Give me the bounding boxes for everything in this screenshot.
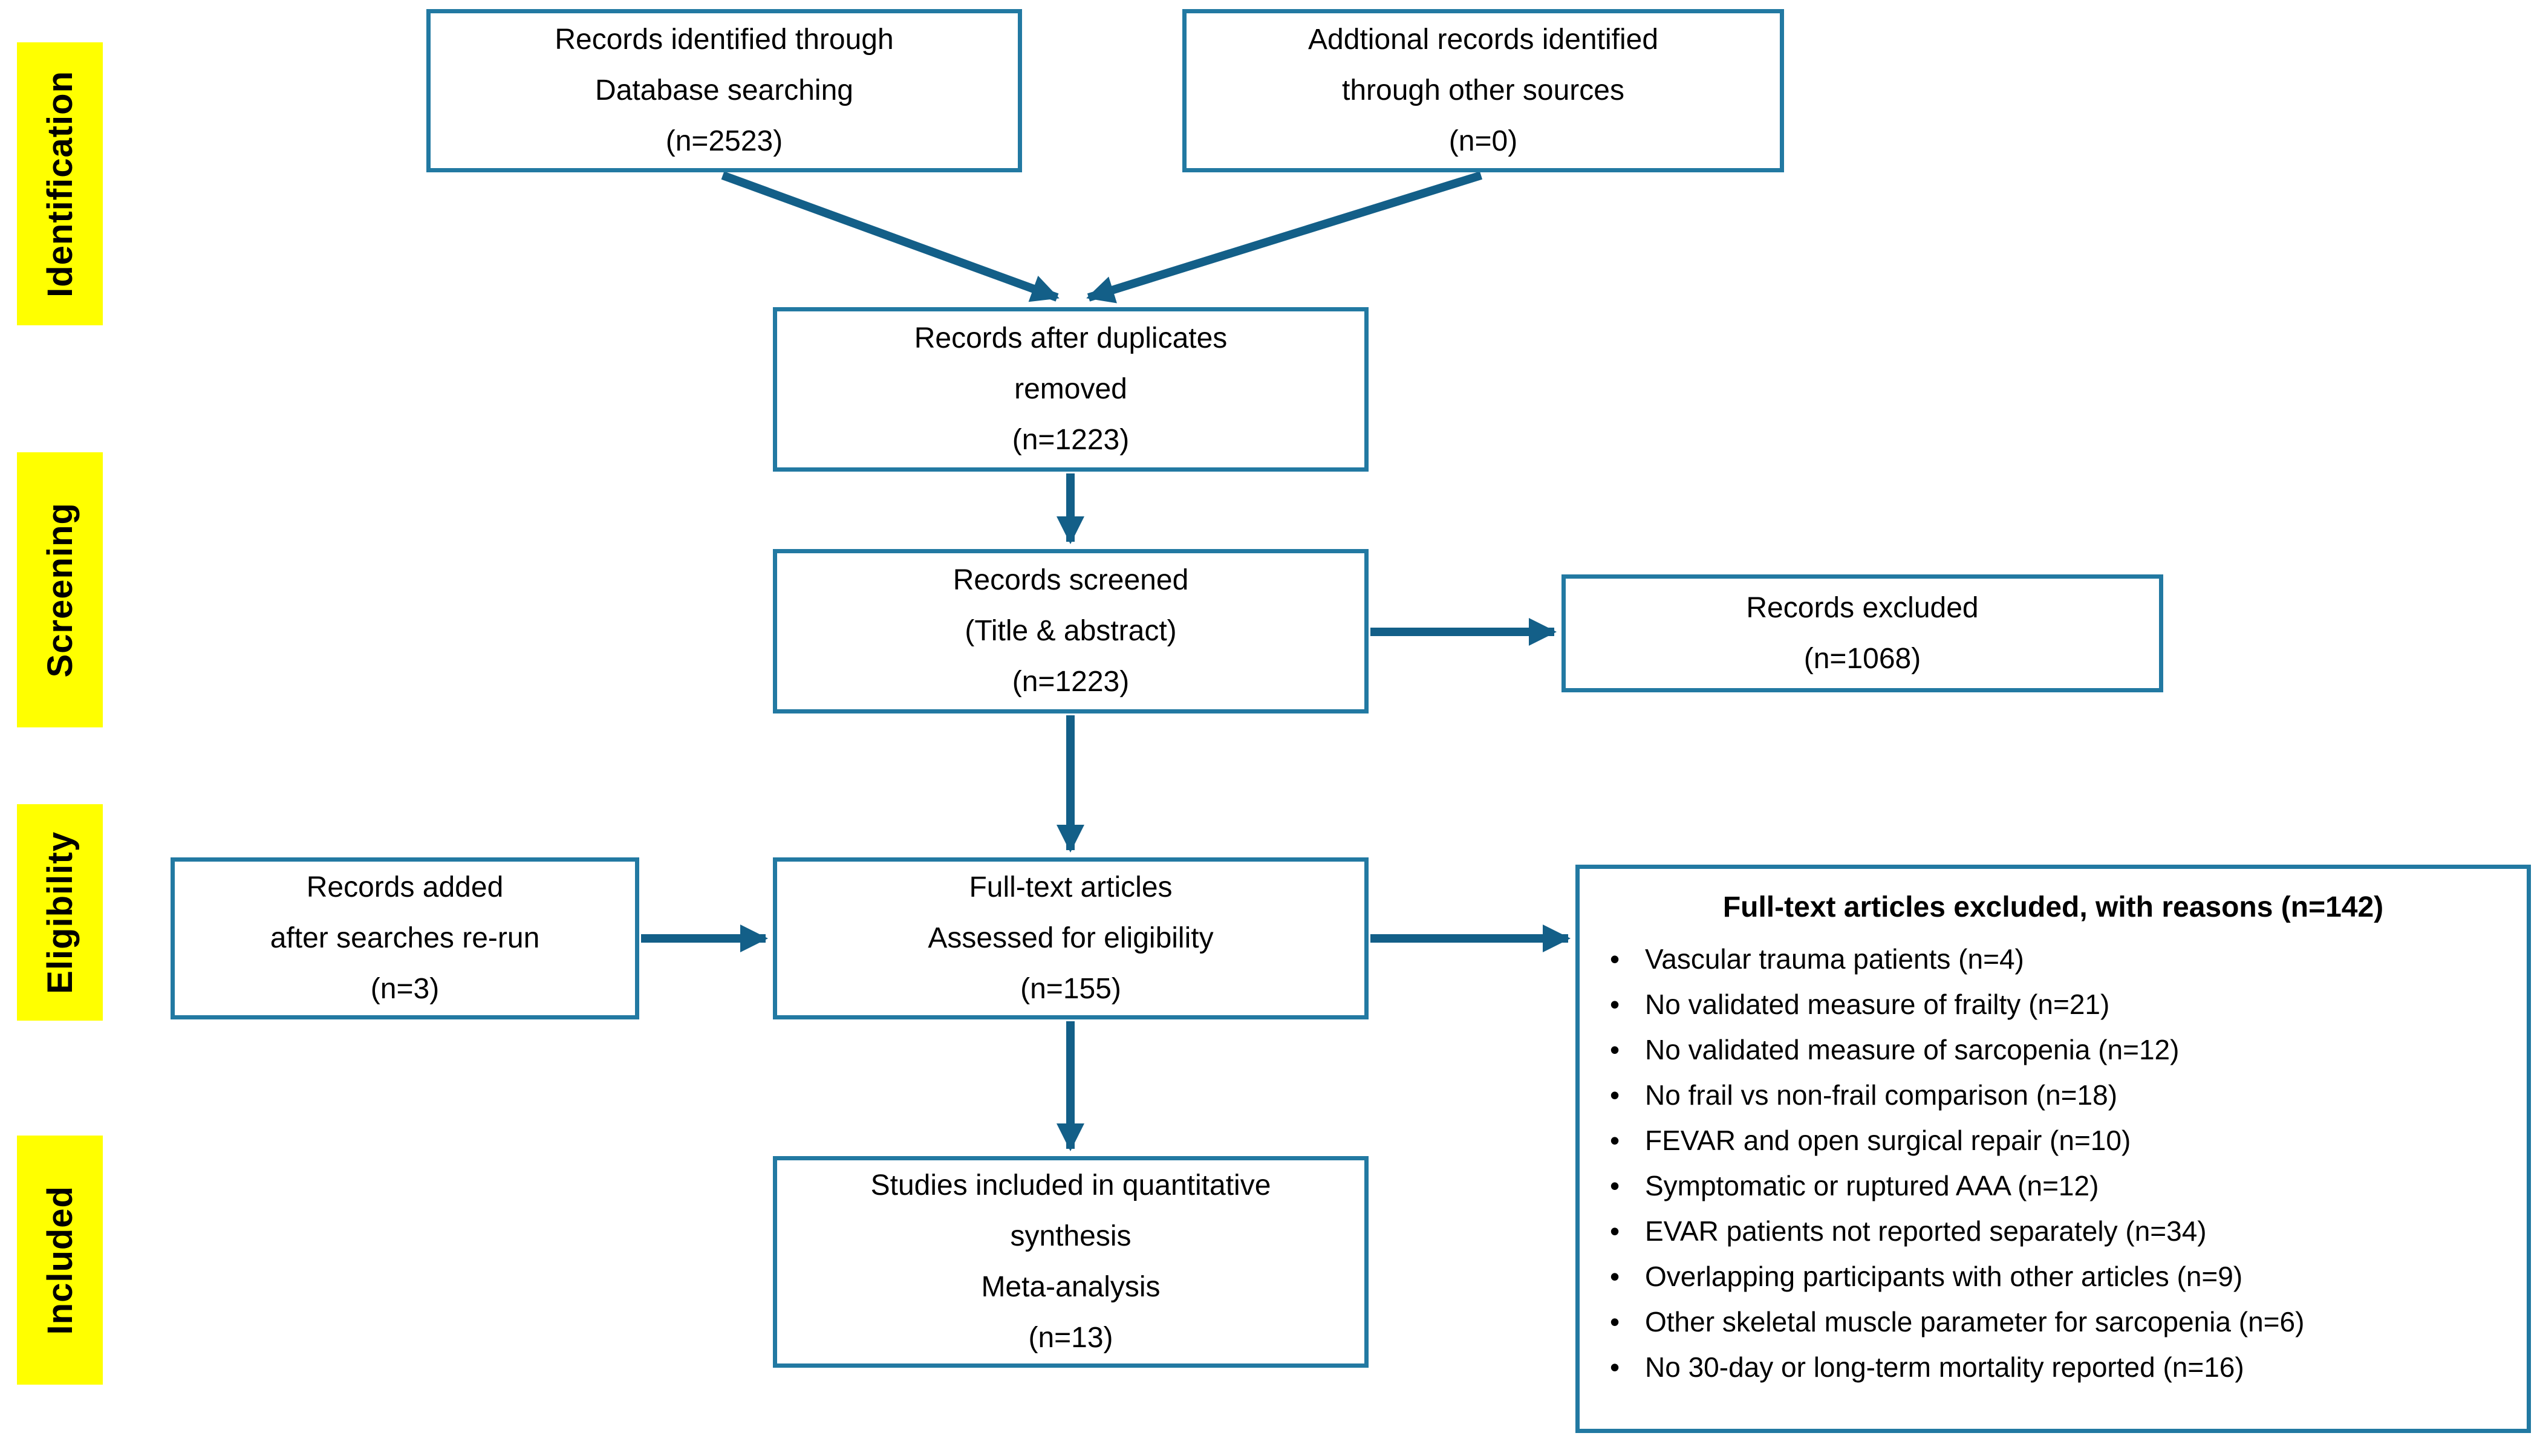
excluded-reason-item: No validated measure of sarcopenia (n=12…	[1604, 1027, 2509, 1073]
box-studies-included: Studies included in quantitative synthes…	[773, 1156, 1369, 1368]
excluded-reason-item: Vascular trauma patients (n=4)	[1604, 937, 2509, 982]
stage-band-identification: Identification	[17, 42, 103, 325]
excluded-reasons-title: Full-text articles excluded, with reason…	[1722, 891, 2384, 923]
box-text-line: synthesis	[1010, 1220, 1132, 1252]
excluded-reason-item: Other skeletal muscle parameter for sarc…	[1604, 1299, 2509, 1345]
stage-label-screening: Screening	[40, 502, 80, 678]
excluded-reason-item: Symptomatic or ruptured AAA (n=12)	[1604, 1163, 2509, 1209]
box-text-line: Full-text articles	[969, 871, 1173, 903]
box-count: (n=13)	[1028, 1322, 1113, 1354]
box-text-line: Records identified through	[555, 24, 894, 56]
box-count: (n=1223)	[1012, 666, 1130, 698]
box-text-line: Database searching	[595, 74, 853, 106]
box-count: (n=1068)	[1803, 642, 1921, 675]
box-additional-records: Addtional records identified through oth…	[1182, 9, 1784, 172]
arrow-othersources-to-duplicates	[1086, 171, 1483, 304]
stage-label-eligibility: Eligibility	[40, 831, 80, 994]
box-records-added-rerun: Records added after searches re-run (n=3…	[171, 857, 639, 1019]
box-text-line: Records added	[306, 871, 504, 903]
box-count: (n=155)	[1020, 973, 1121, 1005]
stage-band-eligibility: Eligibility	[17, 804, 103, 1021]
box-text-line: through other sources	[1342, 74, 1624, 106]
box-text-line: Meta-analysis	[981, 1271, 1161, 1303]
box-fulltext-assessed: Full-text articles Assessed for eligibil…	[773, 857, 1369, 1019]
box-text-line: after searches re-run	[270, 922, 540, 954]
box-count: (n=2523)	[665, 125, 783, 157]
box-records-excluded: Records excluded (n=1068)	[1561, 574, 2163, 692]
box-text-line: Records excluded	[1746, 591, 1979, 624]
excluded-reason-item: Overlapping participants with other arti…	[1604, 1254, 2509, 1299]
stage-band-screening: Screening	[17, 452, 103, 727]
stage-band-included: Included	[17, 1136, 103, 1385]
excluded-reason-item: No 30-day or long-term mortality reporte…	[1604, 1345, 2509, 1390]
box-text-line: removed	[1014, 373, 1127, 405]
excluded-reason-item: No validated measure of frailty (n=21)	[1604, 982, 2509, 1027]
excluded-reason-item: FEVAR and open surgical repair (n=10)	[1604, 1118, 2509, 1163]
box-text-line: (Title & abstract)	[965, 615, 1177, 647]
box-text-line: Addtional records identified	[1307, 24, 1659, 56]
box-records-identified-database: Records identified through Database sear…	[426, 9, 1022, 172]
box-text-line: Records screened	[952, 564, 1189, 596]
stage-label-included: Included	[40, 1185, 80, 1335]
excluded-reason-item: No frail vs non-frail comparison (n=18)	[1604, 1073, 2509, 1118]
box-text-line: Studies included in quantitative	[870, 1169, 1271, 1201]
box-text-line: Assessed for eligibility	[928, 922, 1214, 954]
box-count: (n=1223)	[1012, 424, 1130, 456]
stage-label-identification: Identification	[40, 70, 80, 297]
excluded-reason-item: EVAR patients not reported separately (n…	[1604, 1209, 2509, 1254]
box-records-after-duplicates: Records after duplicates removed (n=1223…	[773, 307, 1369, 472]
box-text-line: Records after duplicates	[914, 322, 1228, 354]
box-count: (n=0)	[1448, 125, 1518, 157]
arrow-dbsearch-to-duplicates	[721, 171, 1060, 302]
box-fulltext-excluded-reasons: Full-text articles excluded, with reason…	[1575, 865, 2531, 1433]
box-count: (n=3)	[370, 973, 440, 1005]
excluded-reasons-list: Vascular trauma patients (n=4) No valida…	[1580, 937, 2527, 1390]
box-records-screened: Records screened (Title & abstract) (n=1…	[773, 549, 1369, 713]
